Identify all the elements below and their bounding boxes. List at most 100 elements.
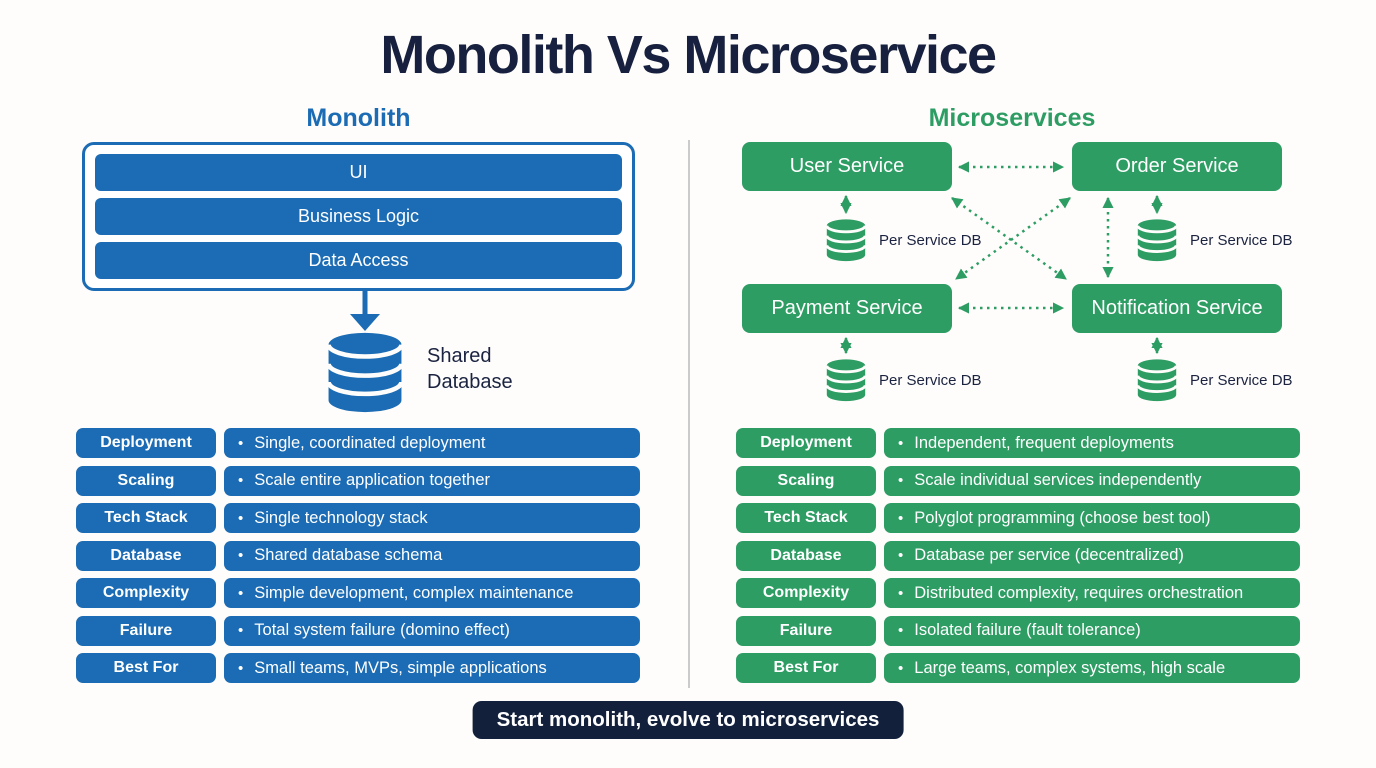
- row-value-text: Total system failure (domino effect): [254, 621, 510, 639]
- service-box-user-service: User Service: [742, 142, 952, 191]
- row-value-text: Large teams, complex systems, high scale: [914, 658, 1226, 677]
- service-connection-arrows: [840, 161, 1163, 355]
- microservices-heading: Microservices: [928, 104, 1096, 132]
- row-value: • Polyglot programming (choose best tool): [884, 503, 1300, 533]
- per-service-db-label: Per Service DB: [879, 231, 982, 249]
- table-row: Database • Database per service (decentra…: [736, 540, 1300, 571]
- table-row: Complexity •Simple development, complex …: [76, 578, 640, 608]
- table-row: Complexity • Distributed complexity, requ…: [736, 578, 1300, 608]
- row-label-failure: Failure: [736, 615, 876, 646]
- table-row: Scaling • Scale individual services indep…: [736, 465, 1300, 496]
- table-row: Failure • Isolated failure (fault toleran…: [736, 615, 1300, 646]
- row-value: • Total system failure (domino effect): [224, 615, 640, 646]
- bullet-icon: •: [898, 584, 904, 602]
- row-value-text: Polyglot programming (choose best tool): [914, 508, 1211, 527]
- row-value: • Independent, frequent deployments: [884, 428, 1300, 458]
- bullet-icon: •: [238, 472, 244, 489]
- shared-database-label: Shared Database: [427, 345, 513, 393]
- per-service-db-label: Per Service DB: [1190, 231, 1293, 249]
- row-value: • Database per service (decentralized): [884, 540, 1300, 571]
- per-service-db-label: Per Service DB: [1190, 371, 1293, 389]
- table-row: Database • Shared database schema: [76, 540, 640, 571]
- row-label-database: Database: [76, 540, 216, 571]
- row-label-tech-stack: Tech Stack: [736, 503, 876, 533]
- notification-service-db-group: Per Service DB: [1133, 357, 1293, 403]
- row-label-database: Database: [736, 540, 876, 571]
- table-row: Deployment •Single, coordinated deployme…: [76, 428, 640, 458]
- column-divider: [688, 140, 690, 688]
- row-label-failure: Failure: [76, 615, 216, 646]
- row-value-text: Single technology stack: [254, 508, 428, 527]
- user-service-db-group: Per Service DB: [822, 217, 982, 263]
- row-value: • Distributed complexity, requires orches…: [884, 578, 1300, 608]
- bullet-icon: •: [238, 622, 244, 639]
- table-row: Best For •Small teams, MVPs, simple appl…: [76, 653, 640, 683]
- row-value: •Simple development, complex maintenance: [224, 578, 640, 608]
- database-icon: [825, 359, 867, 402]
- row-value: • Single technology stack: [224, 503, 640, 533]
- database-icon: [825, 219, 867, 262]
- row-label-scaling: Scaling: [736, 465, 876, 496]
- monolith-layer-ui: UI: [95, 154, 622, 191]
- row-value-text: Shared database schema: [254, 546, 443, 564]
- row-value-text: Single, coordinated deployment: [254, 433, 486, 452]
- row-value-text: Distributed complexity, requires orchest…: [914, 583, 1244, 602]
- database-icon: [1136, 219, 1178, 262]
- row-value: • Shared database schema: [224, 540, 640, 571]
- bullet-icon: •: [238, 547, 244, 564]
- database-icon: [1136, 359, 1178, 402]
- service-box-order-service: Order Service: [1072, 142, 1282, 191]
- microservices-comparison-table: Deployment • Independent, frequent deploy…: [736, 428, 1300, 683]
- bullet-icon: •: [238, 434, 244, 452]
- row-value-text: Small teams, MVPs, simple applications: [254, 658, 547, 677]
- row-value: • Scale entire application together: [224, 465, 640, 496]
- table-row: Scaling • Scale entire application togeth…: [76, 465, 640, 496]
- row-value-text: Scale entire application together: [254, 471, 491, 489]
- row-value-text: Database per service (decentralized): [914, 546, 1184, 564]
- row-value: • Isolated failure (fault tolerance): [884, 615, 1300, 646]
- row-value-text: Scale individual services independently: [914, 471, 1202, 489]
- down-arrow-icon: [350, 291, 380, 331]
- row-value-text: Independent, frequent deployments: [914, 433, 1174, 452]
- table-row: Failure • Total system failure (domino ef…: [76, 615, 640, 646]
- service-box-payment-service: Payment Service: [742, 284, 952, 333]
- row-value: • Scale individual services independently: [884, 465, 1300, 496]
- bullet-icon: •: [238, 509, 244, 527]
- bullet-icon: •: [238, 584, 244, 602]
- row-label-tech-stack: Tech Stack: [76, 503, 216, 533]
- payment-service-db-group: Per Service DB: [822, 357, 982, 403]
- table-row: Tech Stack • Single technology stack: [76, 503, 640, 533]
- row-value: • Single, coordinated deployment: [224, 428, 640, 458]
- footer-banner-text: Start monolith, evolve to microservices: [496, 708, 880, 731]
- bullet-icon: •: [898, 472, 904, 489]
- row-label-complexity: Complexity: [736, 578, 876, 608]
- row-label-complexity: Complexity: [76, 578, 216, 608]
- monolith-layer-business-logic: Business Logic: [95, 198, 622, 235]
- page-title: Monolith Vs Microservice: [380, 25, 997, 85]
- bullet-icon: •: [898, 547, 904, 564]
- row-value: • Large teams, complex systems, high scal…: [884, 653, 1300, 683]
- row-label-scaling: Scaling: [76, 465, 216, 496]
- table-row: Deployment • Independent, frequent deploy…: [736, 428, 1300, 458]
- row-label-best-for: Best For: [736, 653, 876, 683]
- footer-banner: Start monolith, evolve to microservices: [472, 701, 904, 739]
- monolith-container-box: UI Business Logic Data Access: [82, 142, 635, 291]
- bullet-icon: •: [898, 622, 904, 639]
- bullet-icon: •: [898, 434, 904, 452]
- service-box-notification-service: Notification Service: [1072, 284, 1282, 333]
- bullet-icon: •: [238, 659, 244, 677]
- row-value: • Small teams, MVPs, simple applications: [224, 653, 640, 683]
- shared-database-icon: [326, 332, 404, 413]
- table-row: Tech Stack • Polyglot programming (choose…: [736, 503, 1300, 533]
- order-service-db-group: Per Service DB: [1133, 217, 1293, 263]
- bullet-icon: •: [898, 509, 904, 527]
- monolith-comparison-table: Deployment •Single, coordinated deployme…: [76, 428, 640, 683]
- row-label-deployment: Deployment: [736, 428, 876, 458]
- monolith-layer-data-access: Data Access: [95, 242, 622, 279]
- monolith-heading: Monolith: [306, 104, 411, 132]
- row-value-text: Isolated failure (fault tolerance): [914, 621, 1141, 639]
- table-row: Best For • Large teams, complex systems, …: [736, 653, 1300, 683]
- bullet-icon: •: [898, 659, 904, 677]
- per-service-db-label: Per Service DB: [879, 371, 982, 389]
